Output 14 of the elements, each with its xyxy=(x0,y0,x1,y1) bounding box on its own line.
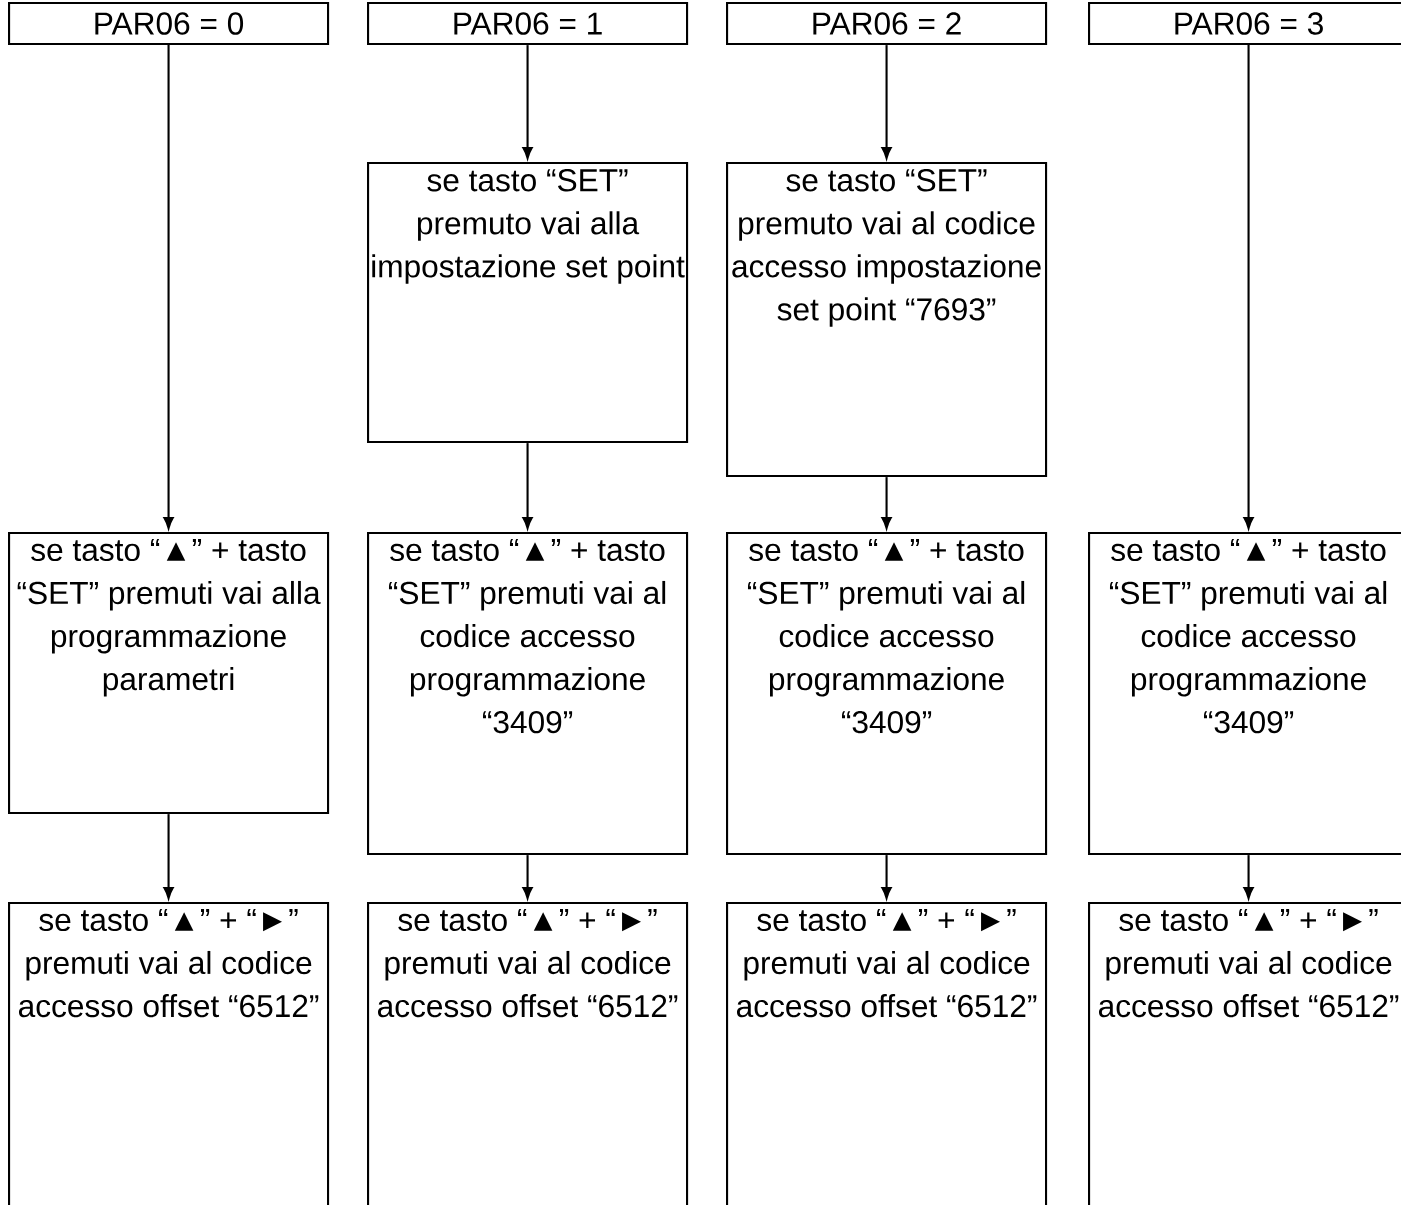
process-box: se tasto “▲” + “►” premuti vai al codice accesso offset “6512” xyxy=(8,902,330,1205)
process-box: se tasto “▲” + “►” premuti vai al codice accesso offset “6512” xyxy=(726,902,1048,1205)
process-box: se tasto “SET” premuto vai al codice accesso impostazione set point “7693” xyxy=(726,162,1048,478)
process-box: se tasto “SET” premuto vai alla impostazione set point xyxy=(367,162,689,444)
parameter-box: PAR06 = 1 xyxy=(367,2,689,46)
process-box: se tasto “▲” + “►” premuti vai al codice accesso offset “6512” xyxy=(367,902,689,1205)
process-box: se tasto “▲” + tasto “SET” premuti vai al codice accesso programmazione “3409” xyxy=(726,532,1048,856)
process-box: se tasto “▲” + tasto “SET” premuti vai alla programmazione parametri xyxy=(8,532,330,815)
process-box: se tasto “▲” + tasto “SET” premuti vai al codice accesso programmazione “3409” xyxy=(1088,532,1401,856)
parameter-box: PAR06 = 0 xyxy=(8,2,330,46)
process-box: se tasto “▲” + tasto “SET” premuti vai al codice accesso programmazione “3409” xyxy=(367,532,689,856)
parameter-box: PAR06 = 3 xyxy=(1088,2,1401,46)
process-box: se tasto “▲” + “►” premuti vai al codice accesso offset “6512” xyxy=(1088,902,1401,1205)
parameter-box: PAR06 = 2 xyxy=(726,2,1048,46)
